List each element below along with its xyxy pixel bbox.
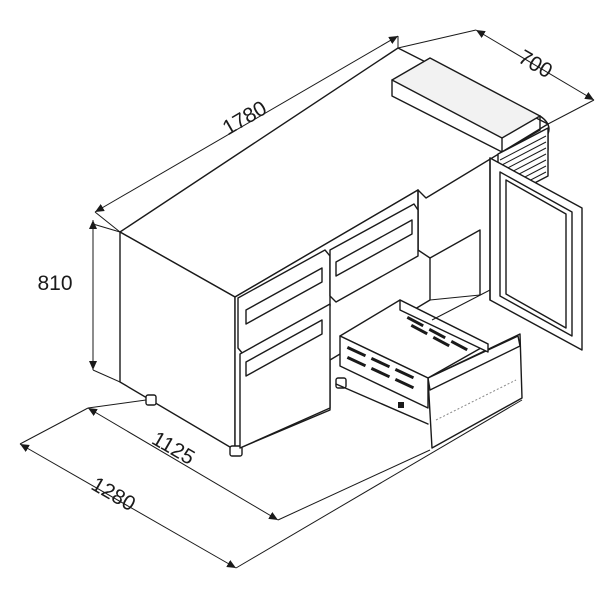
dimension-lines [19,29,595,569]
dimension-height-label: 810 [37,272,72,295]
dimension-base-outer-label: 1280 [87,473,139,516]
dimension-base-inner-label: 1125 [148,427,199,470]
dimension-depth-label: 700 [514,46,556,83]
drawer-column-middle [329,203,419,303]
pulled-out-drawer [335,289,523,449]
basket-slots [346,316,468,390]
dimension-length-label: 1780 [219,97,271,140]
open-door [489,157,583,351]
foot [145,394,157,406]
